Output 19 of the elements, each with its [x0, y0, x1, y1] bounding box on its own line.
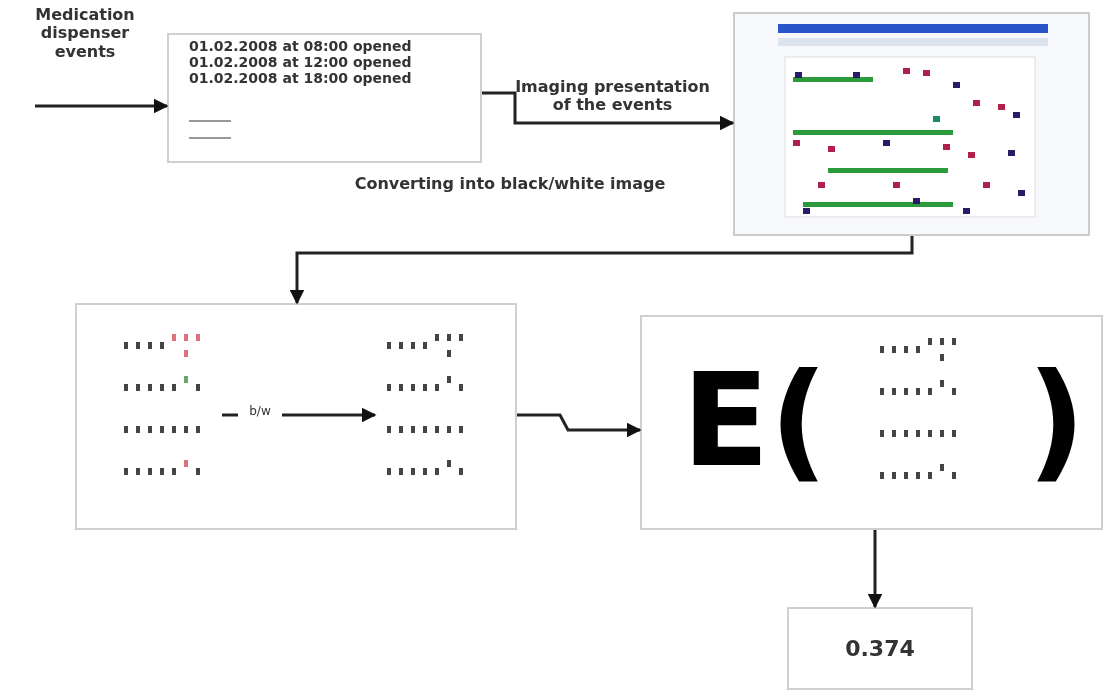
edge-label: b/w — [238, 405, 282, 419]
arrow — [289, 236, 914, 305]
edge-label: Converting into black/white image — [353, 175, 667, 194]
event-log-line: 01.02.2008 at 12:00 opened — [189, 54, 412, 70]
edge-label: Medication dispenser events — [34, 6, 136, 62]
result-value: 0.374 — [844, 636, 916, 661]
arrow — [35, 98, 169, 114]
arrow — [517, 413, 642, 438]
formula-text: E( — [682, 357, 828, 485]
process-box — [75, 303, 517, 530]
process-box — [640, 315, 1103, 530]
event-log-line: 01.02.2008 at 08:00 opened — [189, 38, 412, 54]
edge-label: Imaging presentation of the events — [514, 78, 711, 115]
event-log-line: 01.02.2008 at 18:00 opened — [189, 70, 412, 86]
arrow — [867, 530, 883, 609]
formula-text: ) — [1027, 357, 1086, 485]
arrow — [482, 91, 735, 131]
process-box — [787, 607, 973, 690]
process-box — [167, 33, 482, 163]
